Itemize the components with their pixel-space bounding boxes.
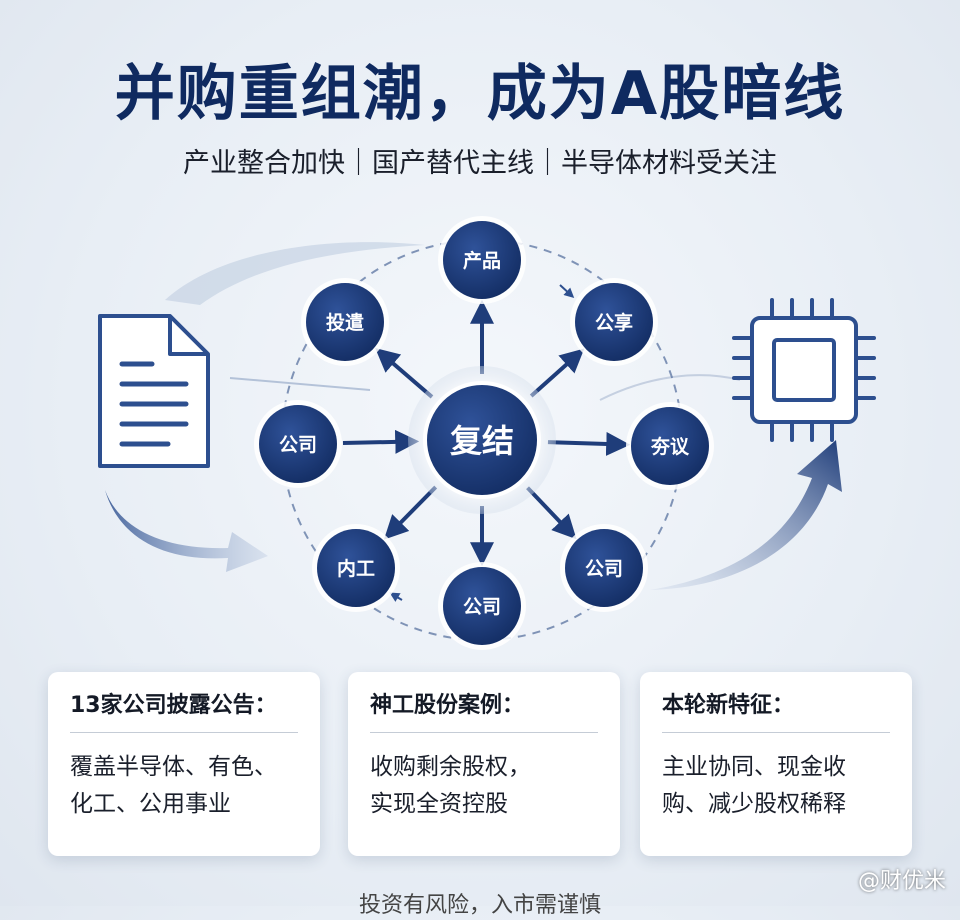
left-swoosh-arrow: [105, 242, 425, 572]
spoke-arrow: [526, 486, 577, 540]
spoke-arrow: [383, 485, 438, 540]
card-body: 主业协同、现金收 购、减少股权稀释: [662, 749, 890, 823]
spoke-arrows: [342, 299, 631, 567]
node-label: 内工: [337, 557, 375, 580]
node-circle: [565, 529, 643, 607]
info-card-case-study: 神工股份案例： 收购剩余股权， 实现全资控股: [348, 672, 620, 856]
card-body-line: 主业协同、现金收: [662, 754, 846, 780]
node-circle: [631, 407, 709, 485]
node-label: 夯议: [650, 435, 690, 458]
center-node: 复结: [408, 366, 556, 514]
card-title: 神工股份案例：: [370, 690, 598, 733]
page-title: 并购重组潮，成为A股暗线: [114, 59, 846, 129]
outer-node: 夯议: [626, 402, 714, 490]
weibo-watermark: @财优米: [857, 869, 946, 894]
card-body-line: 购、减少股权稀释: [662, 791, 846, 817]
document-icon: [98, 314, 371, 468]
info-card-disclosures: 13家公司披露公告： 覆盖半导体、有色、 化工、公用事业: [48, 672, 320, 856]
outer-node: 内工: [312, 524, 400, 612]
node-circle: [443, 567, 521, 645]
outer-node: 公享: [570, 278, 658, 366]
node-circle: [259, 405, 337, 483]
node-label: 公司: [279, 434, 317, 456]
chip-icon: [732, 298, 876, 442]
spoke-arrow: [529, 348, 585, 398]
node-label: 投遣: [326, 311, 364, 334]
right-swoosh-arrow: [599, 374, 842, 590]
spoke-arrow: [547, 431, 631, 456]
card-body-line: 化工、公用事业: [70, 791, 231, 817]
info-card-new-features: 本轮新特征： 主业协同、现金收 购、减少股权稀释: [640, 672, 912, 856]
outer-node: 公司: [438, 562, 526, 650]
node-circle: [575, 283, 653, 361]
orbit-arrows: [389, 284, 575, 602]
card-body-line: 实现全资控股: [370, 791, 508, 817]
page-subtitle: 产业整合加快｜国产替代主线｜半导体材料受关注: [183, 148, 777, 179]
node-label: 公享: [595, 311, 633, 334]
outer-node: 产品: [438, 216, 526, 304]
card-body: 收购剩余股权， 实现全资控股: [370, 749, 598, 823]
node-circle: [317, 529, 395, 607]
card-body: 覆盖半导体、有色、 化工、公用事业: [70, 749, 298, 823]
spoke-arrow: [375, 347, 434, 399]
card-body-line: 收购剩余股权，: [370, 754, 531, 780]
spoke-arrow: [342, 429, 420, 454]
footer-note: 投资有风险，入市需谨慎: [358, 893, 601, 918]
card-title: 13家公司披露公告：: [70, 690, 298, 733]
card-body-line: 覆盖半导体、有色、: [70, 754, 277, 780]
node-circle: [306, 283, 384, 361]
node-label: 公司: [463, 596, 501, 618]
node-label: 公司: [585, 558, 623, 580]
outer-node: 公司: [254, 400, 342, 488]
orbit-arrow: [559, 284, 575, 299]
node-label: 产品: [463, 249, 501, 272]
orbit-arrow: [389, 592, 403, 602]
outer-node: 投遣: [301, 278, 389, 366]
card-title: 本轮新特征：: [662, 690, 890, 733]
center-node-label: 复结: [450, 422, 514, 460]
outer-node: 公司: [560, 524, 648, 612]
node-circle: [443, 221, 521, 299]
